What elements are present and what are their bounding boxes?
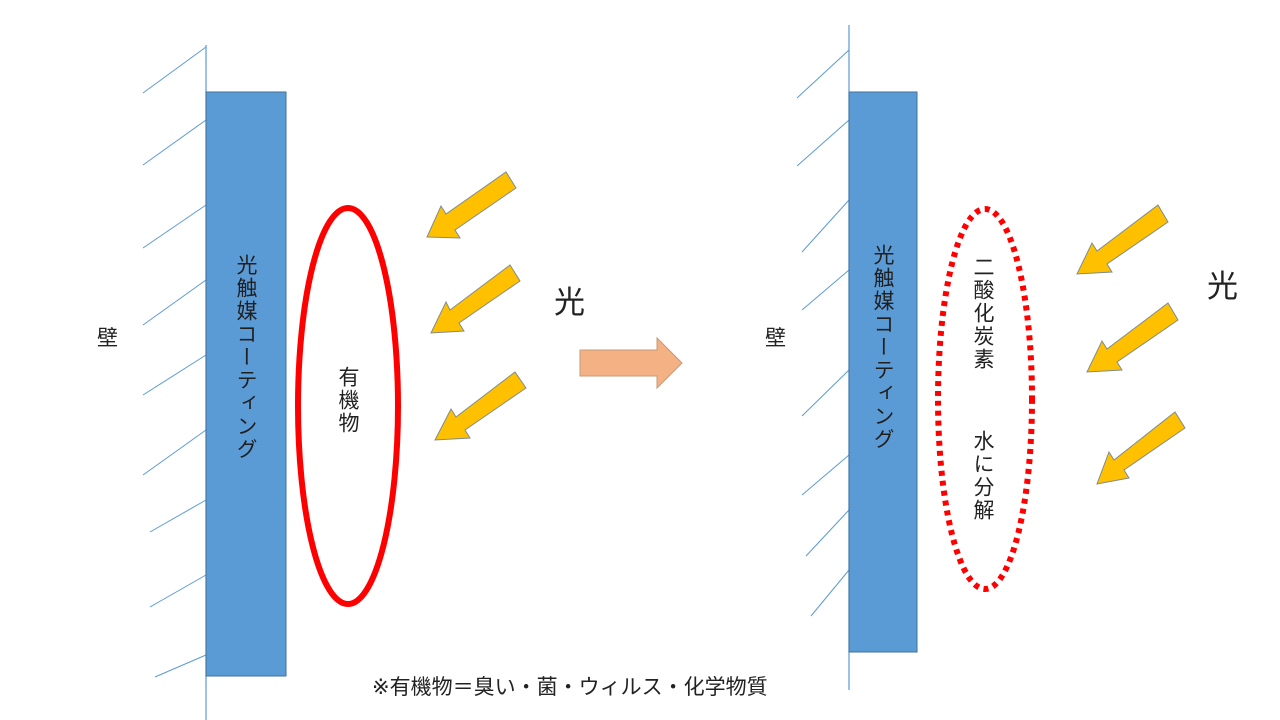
- result-label-co2: 二酸化炭素: [971, 256, 995, 371]
- left-coating-label: 光触媒コーティング: [234, 254, 258, 461]
- right-coating-label: 光触媒コーティング: [871, 244, 895, 451]
- light-arrow-icon: [1076, 204, 1169, 275]
- right-light-arrows: [1076, 204, 1186, 485]
- left-light-arrows: [426, 171, 527, 441]
- process-arrow-icon: [579, 336, 683, 390]
- organic-matter-ring: [295, 205, 401, 607]
- light-arrow-icon: [1086, 302, 1179, 373]
- right-photocatalyst-coating: [848, 91, 918, 653]
- right-light-label: 光: [1207, 269, 1238, 305]
- result-label-water: 水に分解: [971, 430, 995, 522]
- left-wall-label: 壁: [97, 326, 118, 350]
- light-arrow-icon: [426, 171, 517, 239]
- right-wall: [796, 25, 850, 690]
- left-light-label: 光: [554, 285, 585, 321]
- organic-matter-label: 有機物: [336, 366, 360, 435]
- light-arrow-icon: [430, 264, 521, 334]
- right-wall-label: 壁: [765, 326, 786, 350]
- left-wall: [142, 45, 207, 720]
- light-arrow-icon: [434, 371, 527, 441]
- organic-matter-footnote: ※有機物＝臭い・菌・ウィルス・化学物質: [372, 675, 768, 699]
- decomposed-matter-ring: [935, 206, 1035, 592]
- light-arrow-icon: [1096, 411, 1186, 485]
- left-photocatalyst-coating: [205, 91, 287, 677]
